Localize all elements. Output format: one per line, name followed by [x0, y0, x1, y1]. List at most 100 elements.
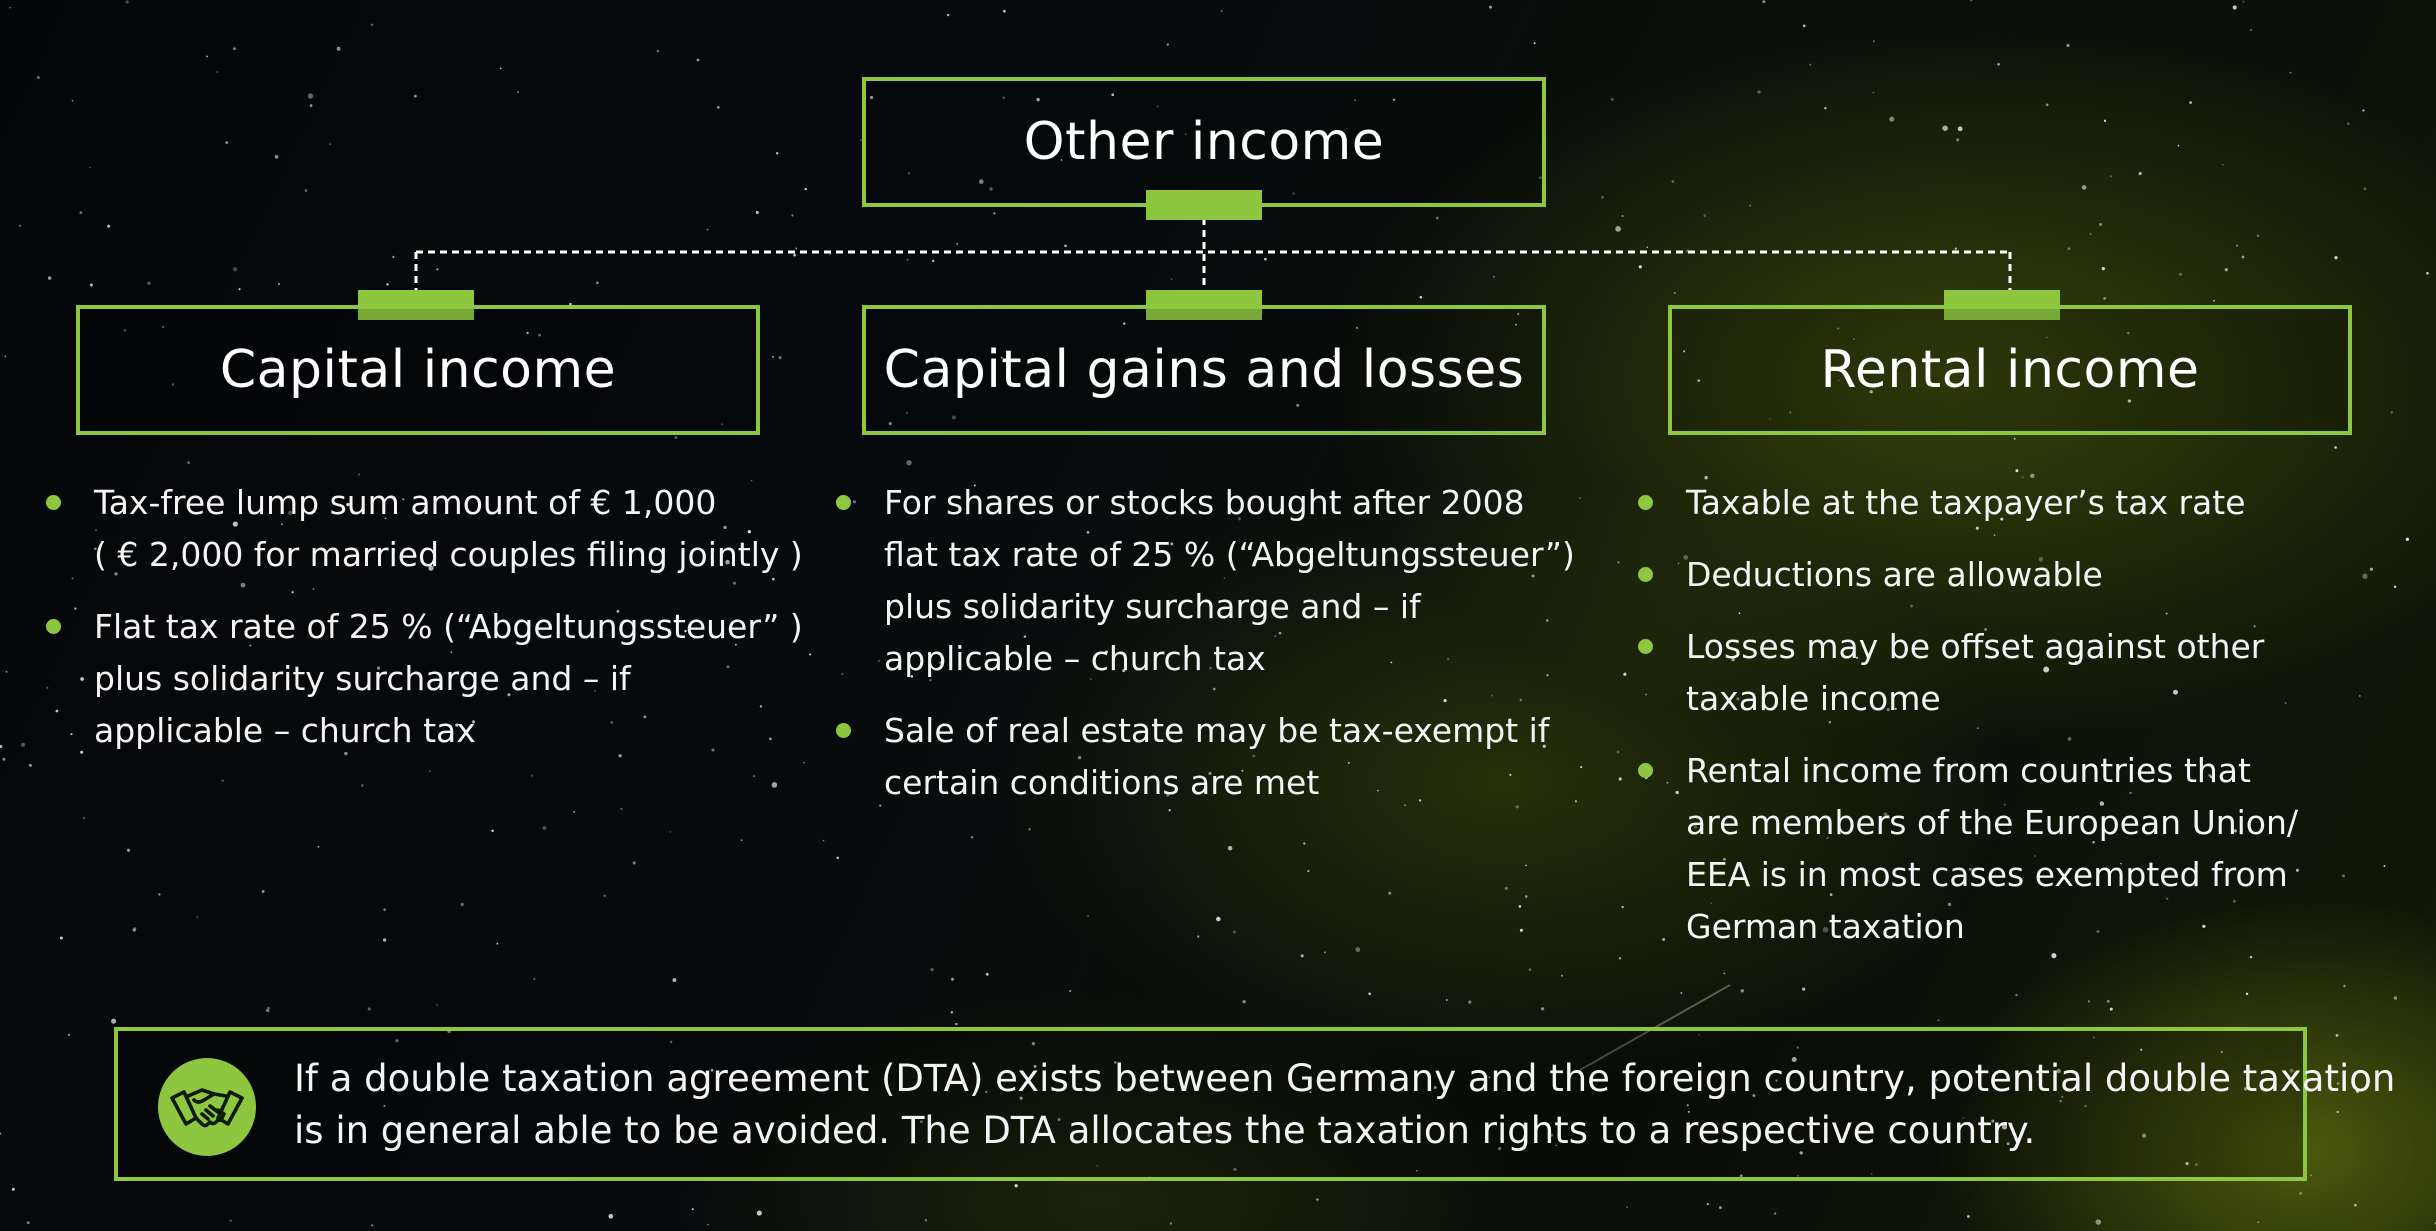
star — [906, 460, 912, 466]
star — [124, 724, 127, 727]
star — [2099, 801, 2105, 806]
star — [392, 255, 395, 258]
star — [1934, 1078, 1938, 1082]
star — [905, 411, 908, 414]
branch-node-capital-gains: Capital gains and losses — [862, 305, 1546, 435]
star — [908, 172, 911, 175]
star — [950, 1011, 953, 1014]
star — [1169, 1222, 1172, 1225]
bullet-line: Taxable at the taxpayer’s tax rate — [1686, 483, 2246, 522]
star — [507, 693, 511, 697]
star — [720, 423, 724, 426]
star — [1208, 771, 1212, 776]
star — [596, 281, 599, 285]
star — [1433, 1086, 1437, 1089]
star — [1517, 312, 1520, 316]
star — [1303, 842, 1306, 845]
star — [1086, 530, 1090, 534]
star — [21, 742, 26, 747]
star — [491, 829, 494, 833]
star — [274, 155, 279, 159]
star — [107, 224, 111, 228]
star — [1477, 498, 1480, 500]
star — [1723, 972, 1726, 975]
star — [985, 972, 989, 976]
bullet-line: applicable – church tax — [884, 639, 1266, 678]
star — [2390, 411, 2393, 414]
star — [1539, 176, 1542, 179]
bullet-line: Sale of real estate may be tax-exempt if — [884, 711, 1550, 750]
star — [910, 675, 914, 678]
star — [676, 619, 679, 622]
star — [2045, 103, 2049, 107]
star — [1762, 0, 1766, 4]
star — [1561, 974, 1563, 977]
star — [1870, 1173, 1873, 1175]
star — [616, 609, 620, 613]
star — [79, 211, 83, 215]
star — [1300, 954, 1304, 958]
star — [1064, 244, 1067, 248]
star — [1731, 658, 1735, 662]
star — [1036, 98, 1040, 102]
star — [123, 329, 127, 332]
star — [1621, 905, 1624, 909]
star — [1702, 871, 1706, 875]
star — [1683, 554, 1689, 560]
star — [2426, 271, 2429, 275]
star — [1706, 1203, 1709, 1206]
star — [2185, 1162, 2189, 1166]
branch-node-capital-income: Capital income — [76, 305, 760, 435]
star — [732, 581, 737, 585]
star — [26, 1221, 30, 1225]
star — [1683, 350, 1686, 353]
star — [1415, 1169, 1418, 1172]
star — [1509, 773, 1512, 776]
bullet-line: Losses may be offset against other — [1686, 627, 2265, 666]
bullet-dot-icon — [46, 619, 61, 634]
star — [436, 268, 439, 271]
star — [1997, 62, 2000, 66]
star — [2298, 1191, 2303, 1196]
root-node-other-income: Other income — [862, 77, 1546, 207]
star — [371, 1224, 374, 1227]
star — [1957, 126, 1963, 132]
branch-node-rental-income: Rental income — [1668, 305, 2352, 435]
star — [1740, 989, 1744, 993]
star — [317, 845, 320, 848]
bullet-line: are members of the European Union/ — [1686, 803, 2299, 842]
star — [2087, 1000, 2091, 1003]
star — [1212, 687, 1216, 691]
star — [2061, 1095, 2064, 1098]
star — [1616, 750, 1620, 754]
star — [1991, 1119, 1995, 1123]
star — [1033, 1064, 1037, 1068]
star — [791, 214, 794, 217]
star — [2006, 1142, 2010, 1146]
star — [778, 356, 782, 360]
star — [1237, 517, 1242, 521]
star — [1216, 916, 1221, 922]
star — [1662, 938, 1666, 941]
star — [1549, 1133, 1554, 1137]
star — [1638, 265, 1642, 269]
star — [1014, 1184, 1018, 1188]
star — [2242, 0, 2245, 3]
star — [1227, 845, 1233, 851]
star — [2195, 1163, 2198, 1166]
star — [1170, 278, 1173, 280]
star — [1739, 1174, 1743, 1178]
star — [1002, 96, 1005, 99]
star — [956, 243, 959, 245]
star — [1488, 1076, 1491, 1079]
star — [526, 331, 529, 335]
star — [240, 582, 246, 588]
star — [2093, 1036, 2095, 1039]
star — [670, 1040, 673, 1044]
star — [919, 1120, 923, 1124]
star — [2355, 1089, 2360, 1093]
star — [1677, 562, 1680, 565]
star — [723, 525, 727, 530]
star — [1316, 1198, 1319, 1201]
star — [450, 651, 453, 654]
